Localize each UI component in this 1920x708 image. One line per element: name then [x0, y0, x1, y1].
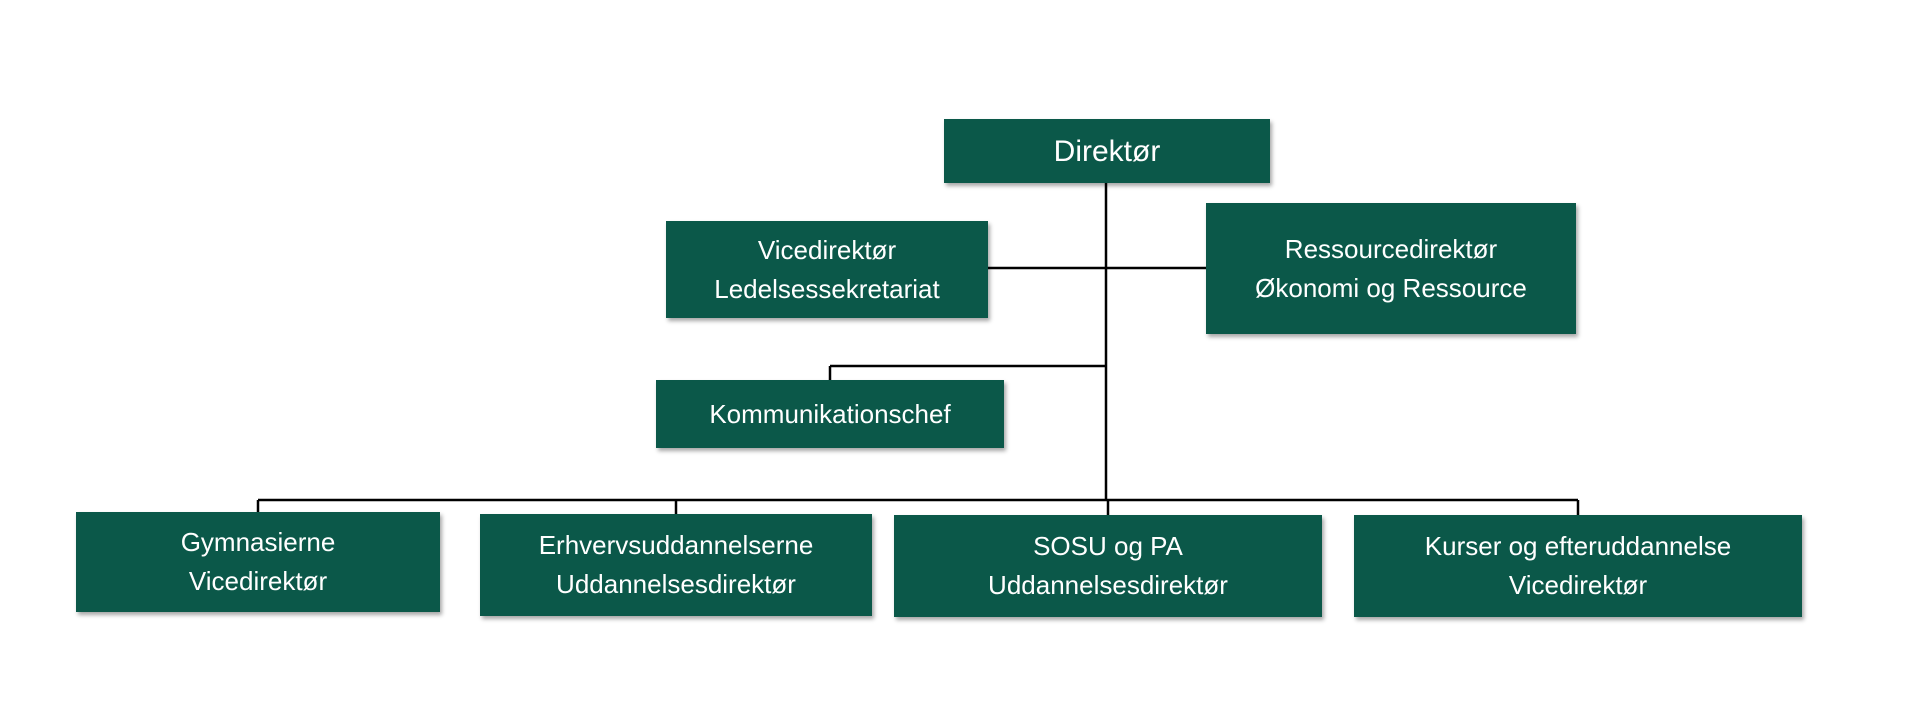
- unit-role: Vicedirektør: [1508, 570, 1648, 600]
- vice-director-box: Vicedirektør Ledelsessekretariat: [666, 221, 988, 318]
- unit-box-erhvervsuddannelserne: Erhvervsuddannelserne Uddannelsesdirektø…: [480, 514, 872, 616]
- unit-role: Vicedirektør: [188, 566, 328, 596]
- director-box: Direktør: [944, 119, 1270, 183]
- vice-director-dept: Ledelsessekretariat: [714, 273, 940, 304]
- unit-box-gymnasierne: Gymnasierne Vicedirektør: [76, 512, 440, 612]
- unit-name: SOSU og PA: [1033, 531, 1183, 561]
- resource-director-title: Ressourcedirektør: [1284, 233, 1498, 264]
- unit-box-sosu-pa: SOSU og PA Uddannelsesdirektør: [894, 515, 1322, 617]
- communication-title: Kommunikationschef: [709, 398, 951, 429]
- director-title: Direktør: [1053, 134, 1161, 168]
- communication-box: Kommunikationschef: [656, 380, 1004, 448]
- resource-director-dept: Økonomi og Ressource: [1255, 272, 1527, 303]
- resource-director-box: Ressourcedirektør Økonomi og Ressource: [1206, 203, 1576, 334]
- vice-director-title: Vicedirektør: [757, 234, 897, 265]
- unit-name: Kurser og efteruddannelse: [1424, 531, 1732, 561]
- unit-box-kurser: Kurser og efteruddannelse Vicedirektør: [1354, 515, 1802, 617]
- unit-role: Uddannelsesdirektør: [988, 570, 1228, 600]
- unit-role: Uddannelsesdirektør: [556, 569, 796, 599]
- unit-name: Gymnasierne: [180, 527, 336, 557]
- unit-name: Erhvervsuddannelserne: [538, 530, 814, 560]
